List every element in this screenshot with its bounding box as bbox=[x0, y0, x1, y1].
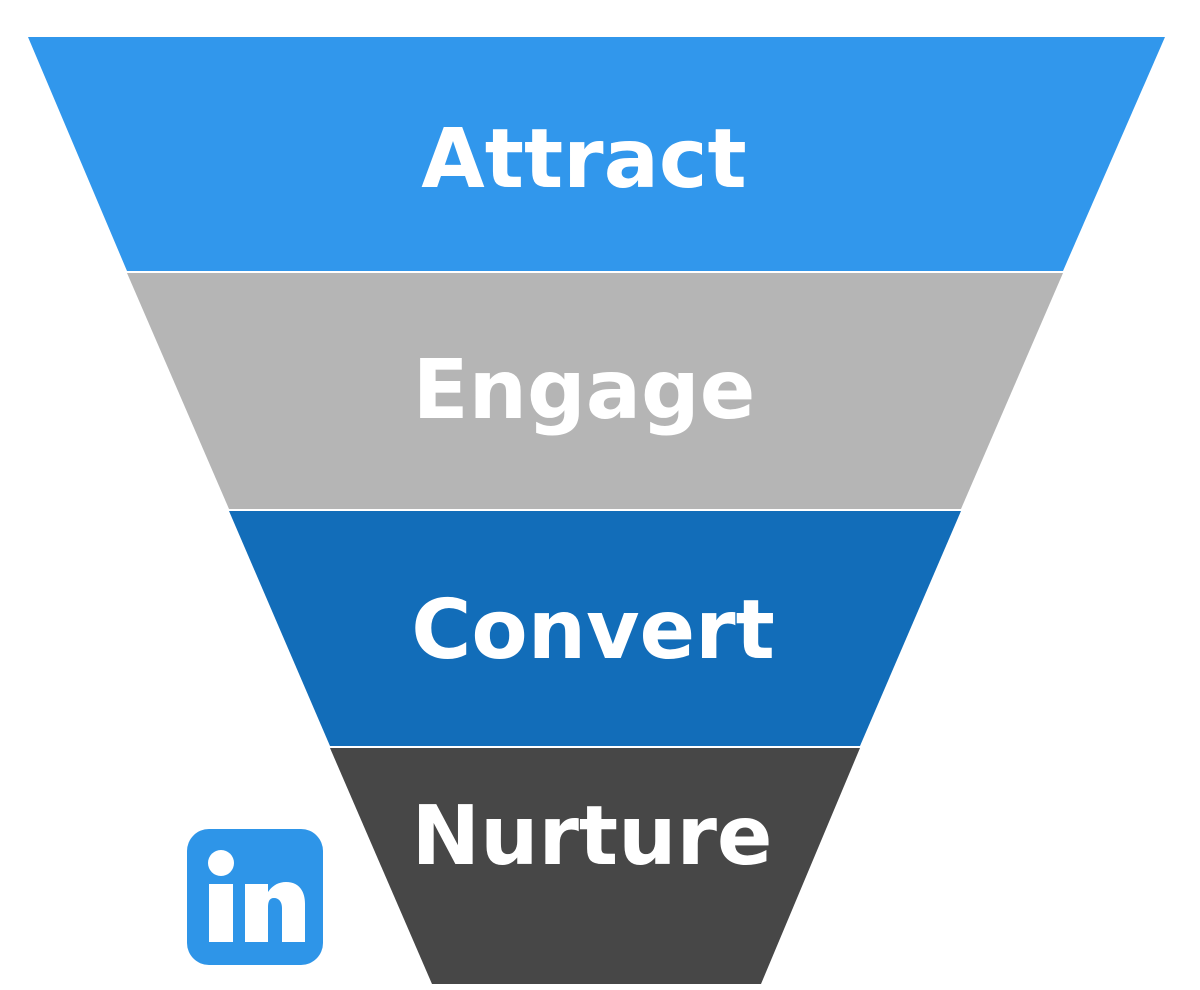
funnel-stage-attract: Attract bbox=[28, 37, 1165, 271]
funnel-stage-nurture: Nurture bbox=[330, 748, 860, 984]
stage-label-convert: Convert bbox=[411, 583, 775, 678]
stage-label-attract: Attract bbox=[421, 112, 746, 207]
linkedin-icon bbox=[187, 829, 323, 965]
linkedin-i-stem bbox=[209, 884, 233, 942]
linkedin-i-dot bbox=[208, 850, 234, 876]
funnel-band-engage bbox=[127, 273, 1063, 509]
linkedin-n-glyph bbox=[245, 882, 305, 942]
funnel-band-convert bbox=[229, 511, 961, 746]
funnel-band-attract bbox=[28, 37, 1165, 271]
funnel-stage-engage: Engage bbox=[127, 273, 1063, 509]
funnel-band-nurture bbox=[330, 748, 860, 984]
funnel-stage-convert: Convert bbox=[229, 511, 961, 746]
stage-label-nurture: Nurture bbox=[411, 789, 772, 884]
stage-label-engage: Engage bbox=[413, 343, 756, 438]
